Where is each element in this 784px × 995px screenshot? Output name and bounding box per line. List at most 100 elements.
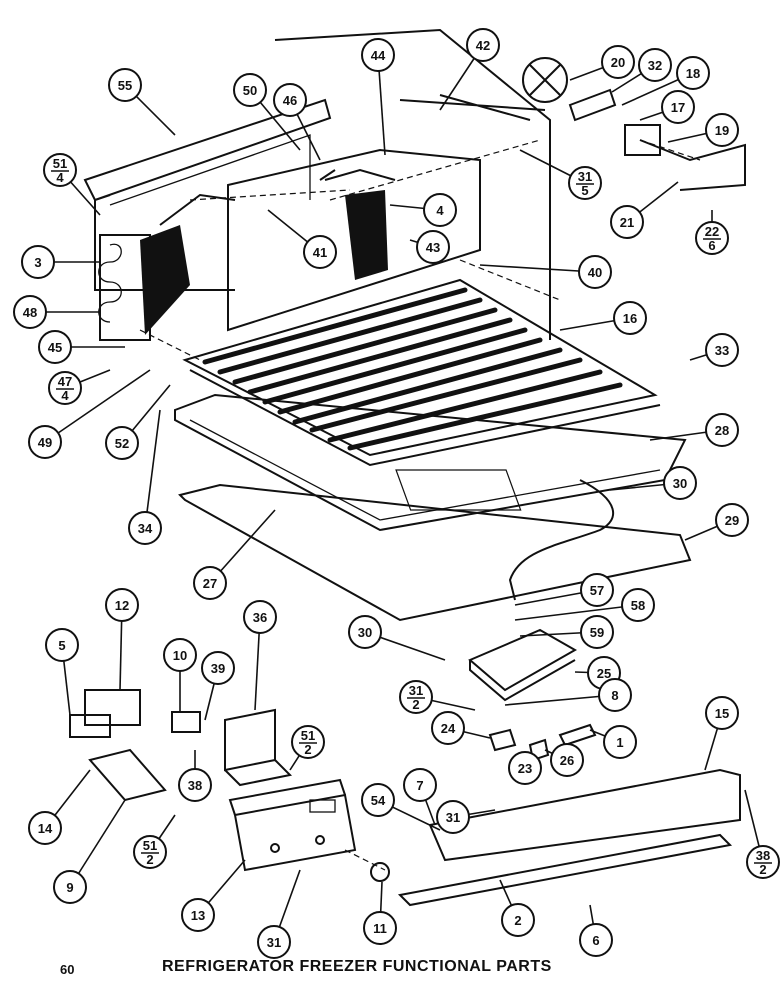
callout-quantity: 4	[61, 388, 69, 403]
callout-58: 58	[514, 588, 655, 622]
callout-11: 11	[363, 881, 397, 945]
top-shroud	[83, 98, 332, 291]
callout-19: 19	[667, 113, 739, 147]
callout-number: 26	[560, 753, 574, 768]
callout-balloon	[399, 680, 433, 714]
callout-10: 10	[163, 638, 197, 712]
callout-balloon	[663, 466, 697, 500]
callout-balloon	[163, 638, 197, 672]
callout-31-2: 312	[399, 680, 476, 714]
callout-leader	[69, 799, 126, 888]
callout-quantity: 4	[56, 170, 64, 185]
callout-4: 4	[389, 193, 457, 227]
callout-21: 21	[610, 181, 679, 239]
callout-balloon	[705, 333, 739, 367]
callout-number: 40	[588, 265, 602, 280]
callout-quantity: 2	[412, 697, 419, 712]
callout-balloon	[501, 903, 535, 937]
callout-balloon	[436, 800, 470, 834]
callout-number: 50	[243, 83, 257, 98]
thermostat-housing	[468, 628, 578, 702]
callout-number: 43	[426, 240, 440, 255]
callout-29: 29	[684, 503, 749, 541]
defrost-timer	[224, 708, 293, 787]
callout-balloon	[695, 221, 729, 255]
callout-number: 8	[611, 688, 618, 703]
callout-27: 27	[193, 509, 276, 600]
divider-insert	[395, 469, 522, 511]
callout-balloon	[580, 573, 614, 607]
callout-16: 16	[559, 301, 647, 335]
callout-balloon	[508, 751, 542, 785]
fan-motor-assembly	[522, 57, 746, 191]
callout-number: 54	[371, 793, 386, 808]
evaporator-back-panel	[227, 148, 481, 332]
callout-balloon	[423, 193, 457, 227]
callout-number: 31	[446, 810, 460, 825]
callout-2: 2	[499, 879, 535, 937]
freezer-floor	[182, 278, 661, 467]
callout-balloon	[676, 56, 710, 90]
callout-31-5: 315	[519, 149, 602, 200]
callout-32: 32	[611, 48, 672, 93]
callout-number: 6	[592, 933, 599, 948]
callout-number: 49	[38, 435, 52, 450]
callout-number: 59	[590, 625, 604, 640]
page-number: 60	[60, 962, 75, 977]
wiring-harness	[508, 479, 615, 601]
terminal-block	[88, 748, 167, 802]
callout-number: 4	[436, 203, 444, 218]
callout-number: 2	[514, 913, 521, 928]
control-switch	[171, 711, 201, 733]
callout-balloon	[601, 45, 635, 79]
callout-number: 42	[476, 38, 490, 53]
callout-balloon	[348, 615, 382, 649]
callout-number: 34	[138, 521, 153, 536]
callout-18: 18	[621, 56, 710, 106]
callout-number: 11	[373, 921, 387, 936]
callout-leader	[514, 604, 639, 621]
callout-number: 23	[518, 761, 532, 776]
callout-balloon	[638, 48, 672, 82]
assembly-dashes	[139, 139, 701, 361]
callout-22-6: 226	[695, 210, 729, 255]
callout-number: 41	[313, 245, 327, 260]
callout-42: 42	[439, 28, 500, 111]
callout-number: 47	[58, 374, 72, 389]
callout-balloon	[598, 678, 632, 712]
callout-number: 39	[211, 661, 225, 676]
callout-36: 36	[243, 600, 277, 711]
callout-number: 30	[358, 625, 372, 640]
callout-number: 21	[620, 215, 634, 230]
callout-balloon	[38, 330, 72, 364]
callout-balloon	[28, 811, 62, 845]
evaporator-coil-right	[319, 168, 396, 280]
callout-quantity: 2	[759, 862, 766, 877]
callout-41: 41	[267, 209, 337, 269]
callout-balloon	[105, 426, 139, 460]
callout-20: 20	[569, 45, 635, 81]
callout-number: 38	[188, 778, 202, 793]
callout-number: 58	[631, 598, 645, 613]
callout-3: 3	[21, 245, 100, 279]
callout-5: 5	[45, 628, 79, 716]
callout-31: 31	[257, 869, 301, 959]
callout-quantity: 5	[581, 183, 588, 198]
callout-balloon	[466, 28, 500, 62]
callout-59: 59	[519, 615, 614, 649]
callout-number: 31	[267, 935, 281, 950]
callout-12: 12	[105, 588, 139, 691]
callout-balloon	[233, 73, 267, 107]
callout-7: 7	[403, 768, 437, 826]
callout-number: 28	[715, 423, 729, 438]
callout-balloon	[181, 898, 215, 932]
callout-balloon	[45, 628, 79, 662]
callout-45: 45	[38, 330, 125, 364]
callout-number: 33	[715, 343, 729, 358]
callout-number: 46	[283, 93, 297, 108]
callout-number: 51	[143, 838, 157, 853]
callout-leader	[44, 369, 151, 443]
callout-balloon	[28, 425, 62, 459]
callout-number: 18	[686, 66, 700, 81]
